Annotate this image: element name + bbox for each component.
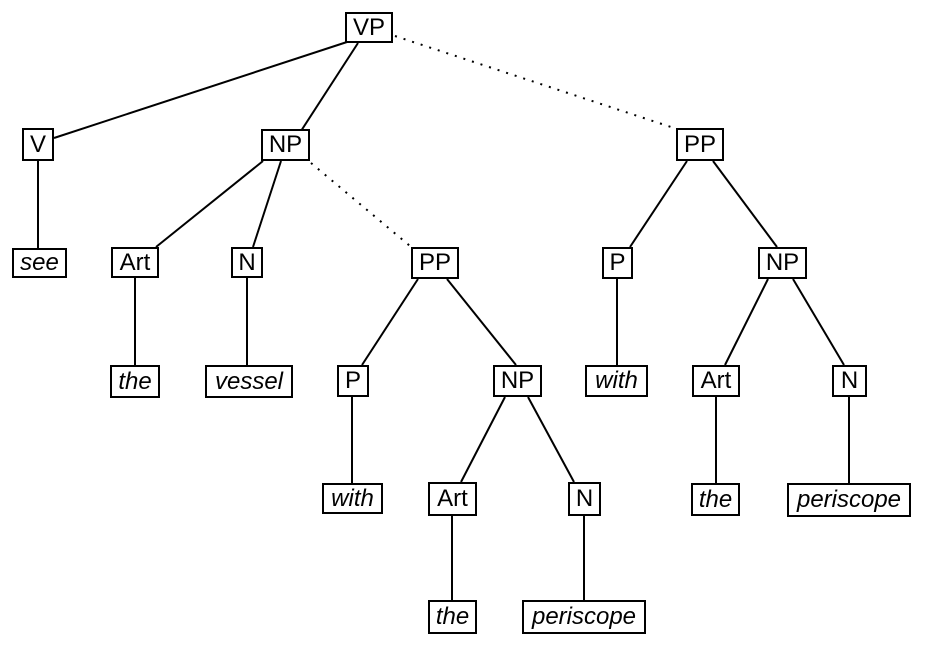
node-n-2: N [832, 365, 867, 397]
node-word-periscope-1: periscope [522, 600, 646, 634]
node-word-with-2: with [585, 365, 648, 397]
node-np-1: NP [261, 129, 310, 161]
node-v: V [22, 128, 54, 161]
node-art-2: Art [692, 365, 740, 397]
node-word-see: see [12, 248, 67, 278]
node-word-the-1b: the [428, 600, 477, 634]
node-word-the-1: the [110, 365, 160, 398]
edge-np1b-art1b [460, 396, 506, 483]
edge-np1b-n1b [527, 396, 575, 483]
node-pp-2: PP [676, 128, 724, 161]
edge-np1-pp1 [310, 162, 411, 247]
edge-np2-n2 [792, 278, 845, 366]
node-pp-1: PP [411, 247, 459, 279]
edge-pp1-p1 [361, 278, 419, 366]
edge-pp2-p2 [629, 160, 688, 248]
node-p-1: P [337, 365, 369, 397]
node-word-vessel: vessel [205, 365, 293, 398]
edge-vp-np1 [300, 42, 359, 132]
edge-np1-n1 [252, 160, 282, 248]
edge-pp2-np2 [712, 160, 778, 248]
node-vp: VP [345, 12, 393, 43]
node-art-1: Art [111, 247, 159, 278]
node-n-1: N [231, 247, 263, 278]
edge-np1-art1 [155, 160, 264, 248]
node-np-2: NP [758, 247, 807, 279]
node-word-periscope-2: periscope [787, 483, 911, 517]
node-art-1b: Art [428, 482, 477, 516]
node-np-1b: NP [493, 365, 542, 397]
node-word-the-2: the [691, 483, 740, 516]
node-p-2: P [602, 247, 633, 279]
edge-vp-pp2 [394, 35, 678, 130]
node-n-1b: N [568, 482, 601, 516]
edge-vp-v [53, 41, 348, 139]
edge-pp1-np1b [446, 278, 517, 366]
edge-np2-art2 [724, 278, 769, 366]
node-word-with-1: with [322, 483, 383, 514]
